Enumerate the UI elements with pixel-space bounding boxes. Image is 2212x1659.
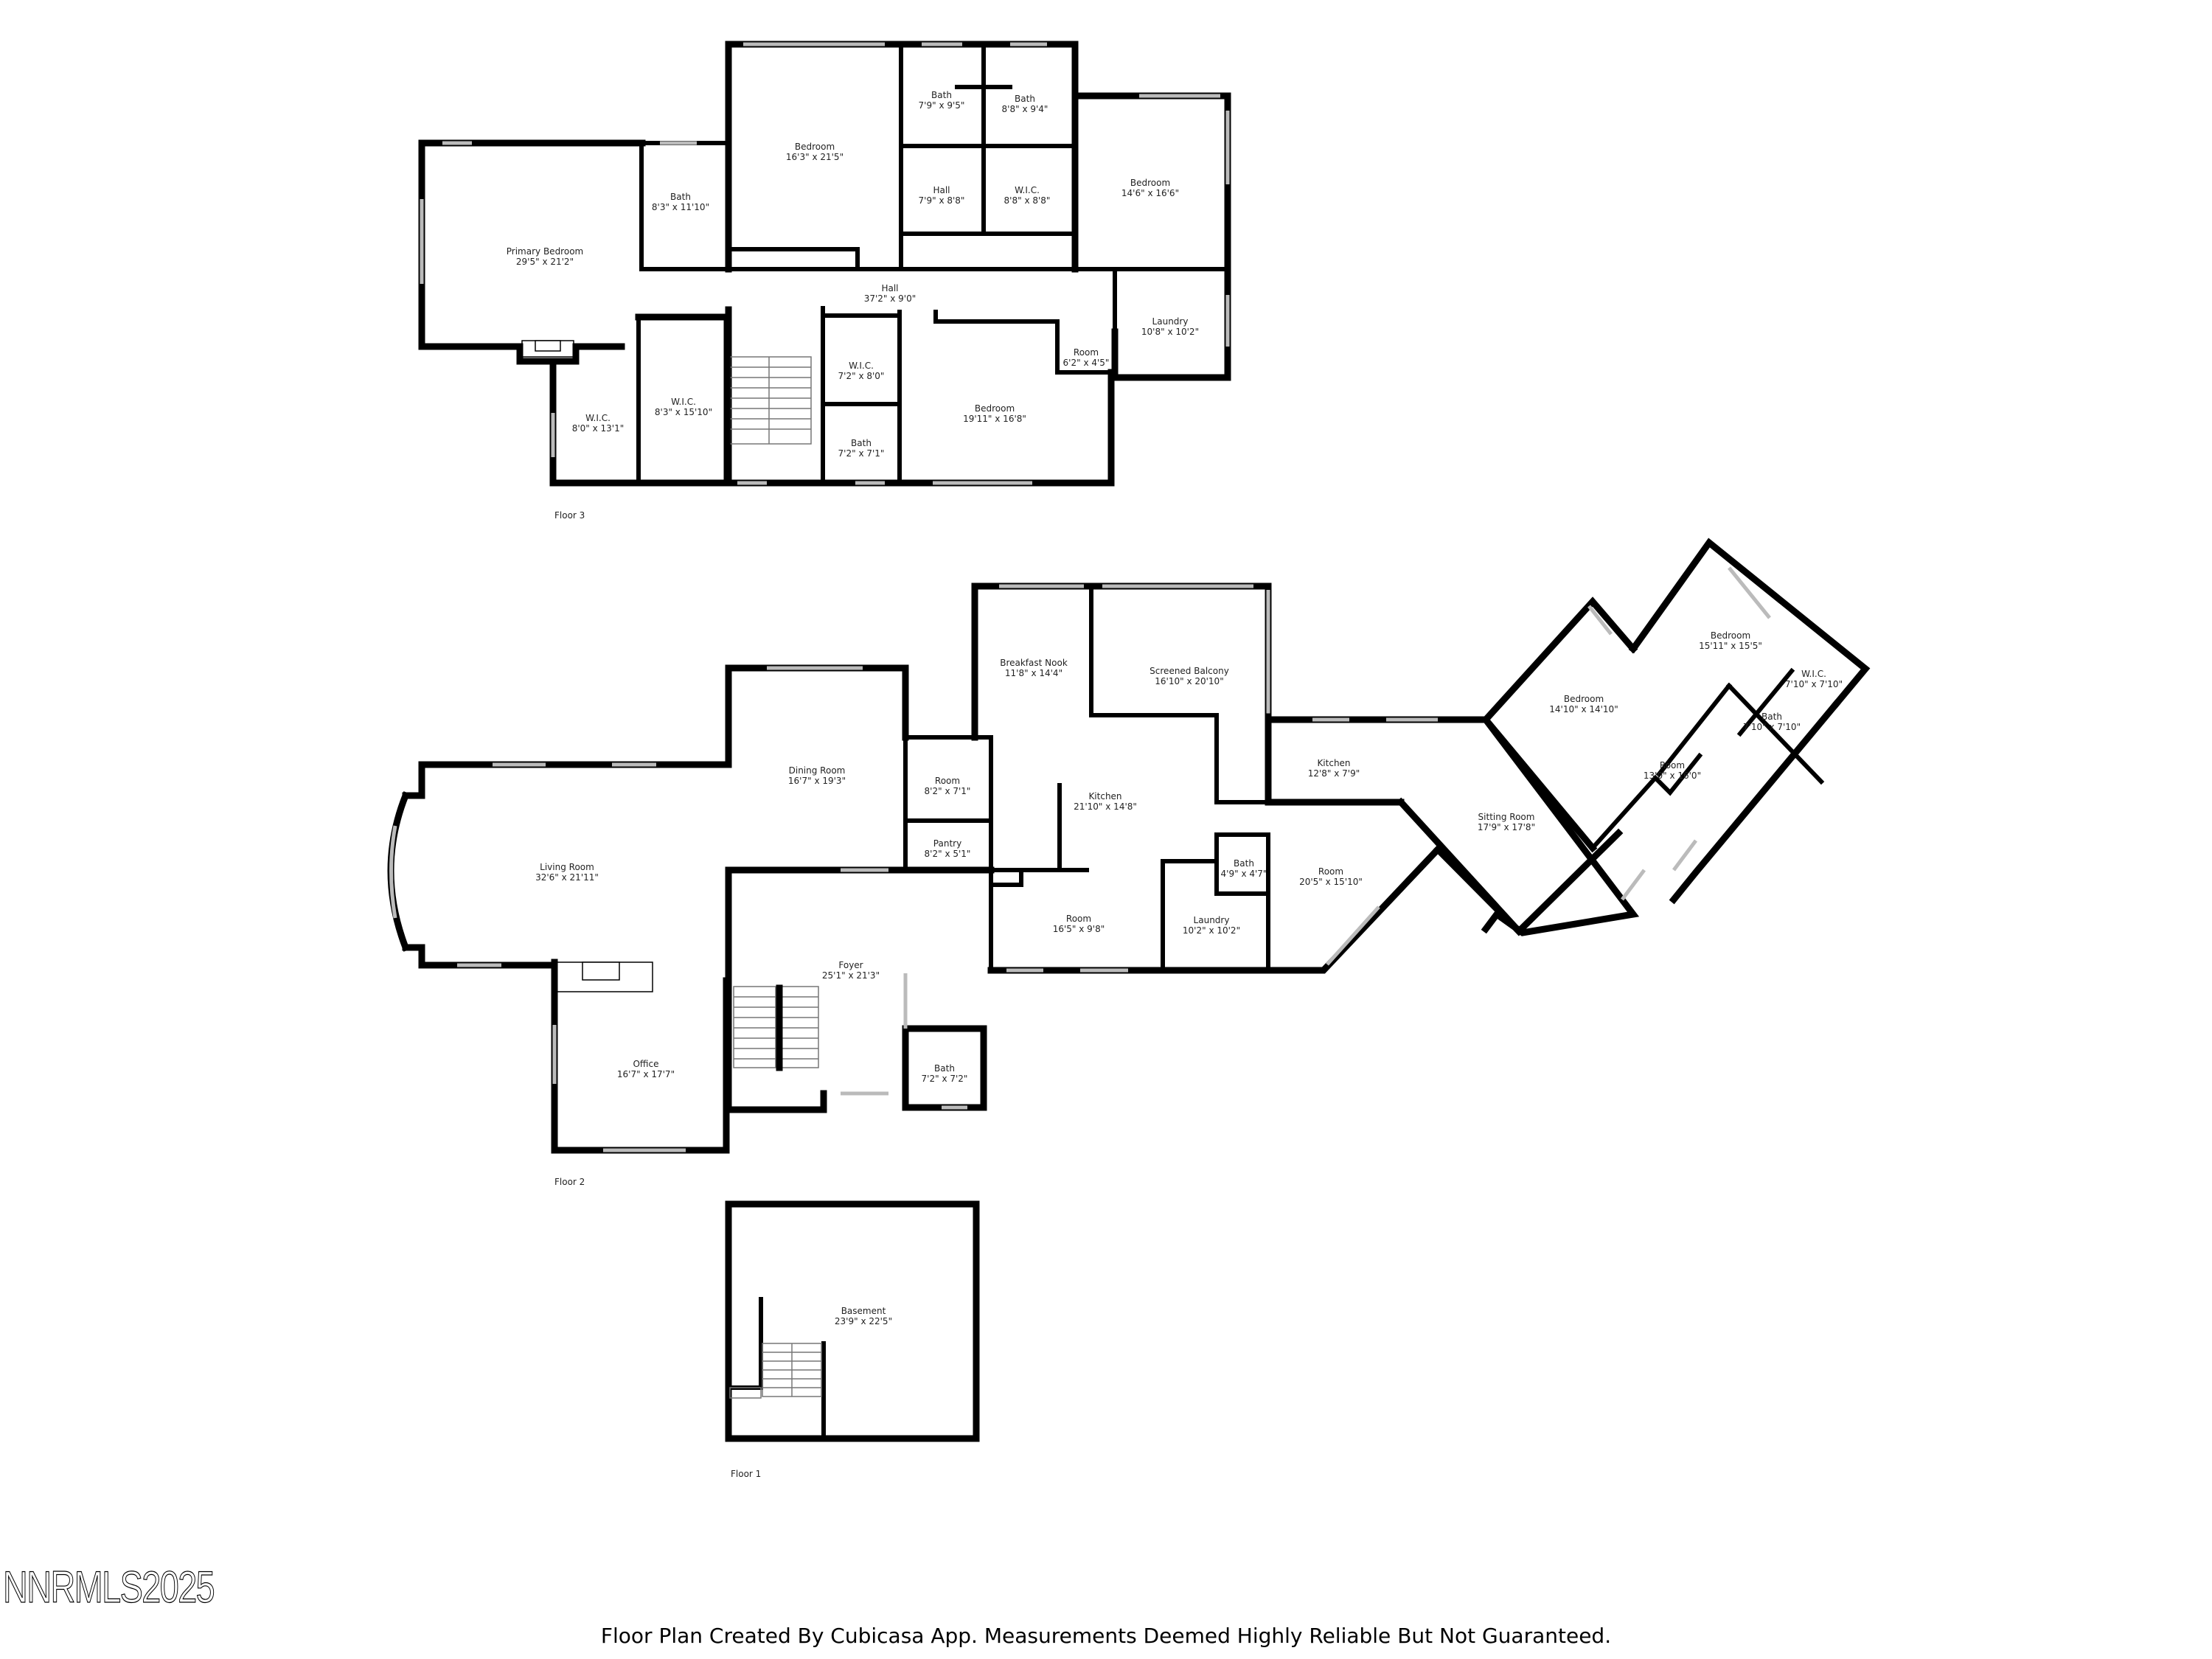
room-name: Bedroom — [975, 403, 1015, 414]
room-dimensions: 21'10" x 14'8" — [1074, 801, 1137, 812]
mls-watermark: NNRMLS2025 — [3, 1562, 216, 1612]
room-name: Room — [1066, 914, 1091, 924]
room-name: Bedroom — [1711, 630, 1750, 641]
room-dimensions: 16'5" x 9'8" — [1053, 924, 1105, 934]
room-name: Pantry — [933, 838, 961, 849]
room-name: Hall — [933, 185, 950, 195]
room-dimensions: 8'3" x 15'10" — [655, 407, 712, 417]
room-dimensions: 29'5" x 21'2" — [516, 257, 574, 267]
room-name: W.I.C. — [1801, 669, 1826, 679]
room-name: Bath — [1015, 94, 1035, 104]
room-dimensions: 16'7" x 17'7" — [617, 1069, 675, 1079]
room-dimensions: 19'11" x 16'8" — [963, 414, 1026, 424]
room-dimensions: 17'9" x 17'8" — [1478, 822, 1535, 832]
room-name: W.I.C. — [671, 397, 696, 407]
room-dimensions: 20'5" x 15'10" — [1299, 877, 1363, 887]
room-dimensions: 8'2" x 7'1" — [925, 786, 971, 796]
room-name: Room — [1660, 760, 1685, 771]
disclaimer-footer: Floor Plan Created By Cubicasa App. Meas… — [600, 1624, 1612, 1648]
room-name: Bedroom — [1564, 694, 1604, 704]
room-dimensions: 16'10" x 20'10" — [1155, 676, 1223, 686]
room-dimensions: 13'0" x 16'0" — [1644, 771, 1701, 781]
floor-1-walls — [725, 1200, 980, 1442]
room-name: Laundry — [1194, 915, 1230, 925]
room-dimensions: 7'2" x 7'1" — [838, 448, 885, 459]
room-dimensions: 10'2" x 10'2" — [1183, 925, 1240, 936]
room-name: Bath — [670, 192, 691, 202]
room-dimensions: 7'9" x 9'5" — [919, 100, 965, 111]
room-name: Room — [935, 776, 960, 786]
room-name: Hall — [881, 283, 898, 293]
room-dimensions: 7'10" x 7'10" — [1743, 722, 1801, 732]
room-dimensions: 8'8" x 8'8" — [1004, 195, 1051, 206]
room-name: Primary Bedroom — [507, 246, 583, 257]
room-name: Bath — [1761, 712, 1782, 722]
room-dimensions: 7'2" x 8'0" — [838, 371, 885, 381]
room-dimensions: 23'9" x 22'5" — [835, 1316, 892, 1326]
room-name: Dining Room — [789, 765, 846, 776]
room-name: Office — [633, 1059, 658, 1069]
room-name: Basement — [841, 1306, 886, 1316]
room-name: Bath — [1234, 858, 1254, 869]
room-dimensions: 7'9" x 8'8" — [919, 195, 965, 206]
room-dimensions: 14'10" x 14'10" — [1549, 704, 1618, 714]
room-dimensions: 7'10" x 7'10" — [1785, 679, 1843, 689]
room-dimensions: 6'2" x 4'5" — [1063, 358, 1110, 368]
room-name: Bedroom — [795, 142, 835, 152]
room-dimensions: 8'0" x 13'1" — [572, 423, 625, 434]
room-name: W.I.C. — [1015, 185, 1040, 195]
room-dimensions: 10'8" x 10'2" — [1141, 327, 1199, 337]
room-name: Breakfast Nook — [1000, 658, 1068, 668]
room-dimensions: 16'3" x 21'5" — [786, 152, 844, 162]
floor-1-label: Floor 1 — [731, 1469, 762, 1479]
room-dimensions: 16'7" x 19'3" — [788, 776, 846, 786]
room-name: Screened Balcony — [1150, 666, 1229, 676]
room-name: Laundry — [1152, 316, 1189, 327]
room-name: Room — [1318, 866, 1343, 877]
room-name: Bath — [851, 438, 872, 448]
floor-2-label: Floor 2 — [554, 1177, 585, 1187]
room-dimensions: 8'2" x 5'1" — [925, 849, 971, 859]
room-dimensions: 7'2" x 7'2" — [922, 1074, 968, 1084]
floor-3-label: Floor 3 — [554, 510, 585, 521]
room-name: Kitchen — [1088, 791, 1121, 801]
room-name: Sitting Room — [1478, 812, 1535, 822]
room-dimensions: 15'11" x 15'5" — [1699, 641, 1762, 651]
room-dimensions: 8'8" x 9'4" — [1002, 104, 1048, 114]
room-dimensions: 12'8" x 7'9" — [1308, 768, 1360, 779]
room-name: Bath — [931, 90, 952, 100]
floor-3-walls — [418, 41, 1231, 487]
room-name: Room — [1074, 347, 1099, 358]
room-dimensions: 25'1" x 21'3" — [822, 970, 880, 981]
room-name: Living Room — [540, 862, 594, 872]
room-dimensions: 14'6" x 16'6" — [1121, 188, 1179, 198]
room-name: Bedroom — [1130, 178, 1170, 188]
room-dimensions: 32'6" x 21'11" — [535, 872, 599, 883]
room-dimensions: 37'2" x 9'0" — [864, 293, 917, 304]
room-name: Foyer — [838, 960, 863, 970]
room-dimensions: 4'9" x 4'7" — [1221, 869, 1267, 879]
room-dimensions: 8'3" x 11'10" — [652, 202, 709, 212]
room-name: Kitchen — [1317, 758, 1350, 768]
room-dimensions: 11'8" x 14'4" — [1005, 668, 1062, 678]
room-name: W.I.C. — [585, 413, 611, 423]
floor-2-walls — [387, 538, 1871, 1154]
room-name: Bath — [934, 1063, 955, 1074]
room-name: W.I.C. — [849, 361, 874, 371]
